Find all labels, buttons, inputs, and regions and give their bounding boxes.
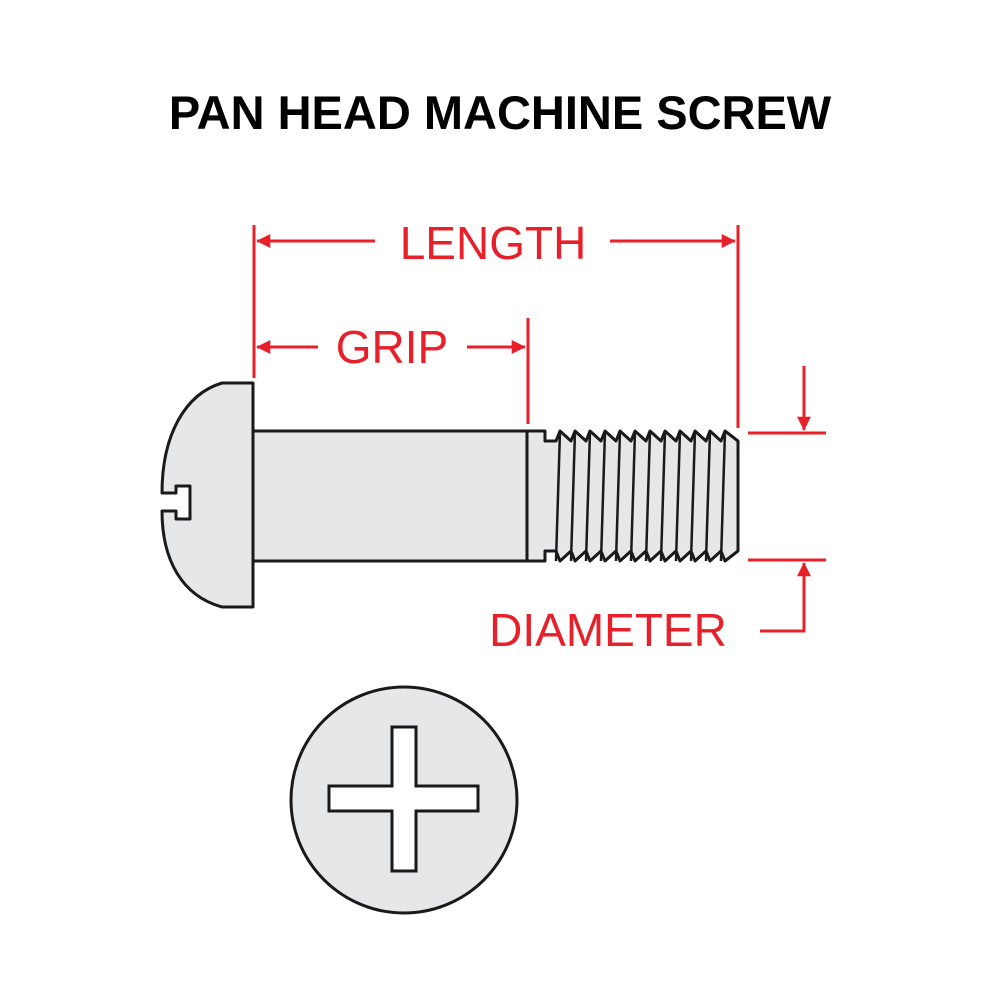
dimension-lines <box>252 225 826 633</box>
grip-label: GRIP <box>336 321 448 373</box>
head-slot <box>162 484 192 521</box>
diameter-label: DIAMETER <box>489 604 727 656</box>
screw-head-top-view <box>289 685 519 915</box>
length-label: LENGTH <box>400 217 587 269</box>
phillips-cross-icon <box>327 725 480 873</box>
thread-lines <box>554 430 727 562</box>
diagram-title: PAN HEAD MACHINE SCREW <box>169 86 832 139</box>
screw-side-view <box>160 381 740 609</box>
diameter-arrow-bottom <box>760 562 811 633</box>
screw-shank <box>251 429 529 563</box>
